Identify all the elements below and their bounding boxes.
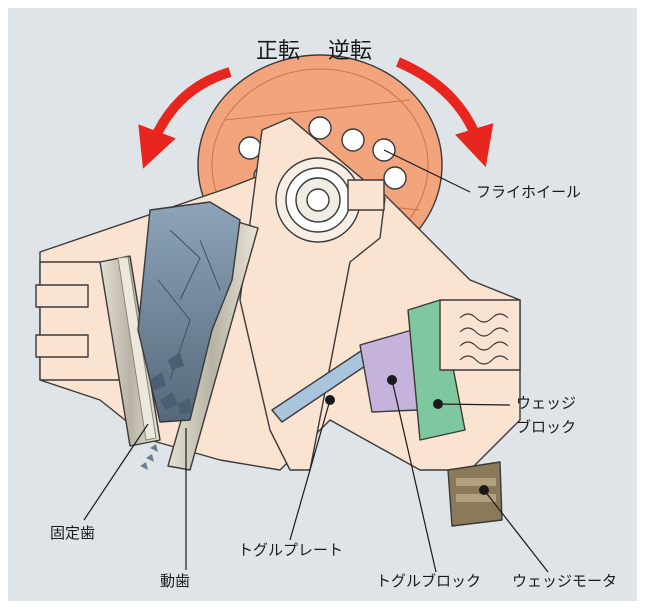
flywheel-label: フライホイール	[476, 183, 581, 201]
spring-assembly	[439, 299, 521, 371]
leader-lines	[83, 149, 549, 573]
toggle-block-label: トグルブロック	[376, 572, 481, 590]
rock	[137, 201, 241, 470]
wedge-block-label-line1: ウェッジ	[516, 394, 576, 412]
toggle-plate-label: トグルプレート	[238, 541, 343, 559]
wedge-block-label-line2: ブロック	[516, 418, 576, 436]
pitman-arm	[239, 117, 386, 471]
wedge-motor-label: ウェッジモータ	[512, 572, 617, 590]
wedge-motor	[447, 461, 503, 527]
reverse-rotation-label: 逆転	[328, 39, 372, 64]
fixed-jaw-plate	[99, 255, 161, 447]
forward-rotation-arrow	[138, 67, 232, 169]
reverse-rotation-arrow	[396, 57, 494, 168]
fixed-jaw-label: 固定歯	[50, 524, 95, 542]
moving-jaw-label: 動歯	[160, 572, 190, 590]
forward-rotation-label: 正転	[256, 39, 300, 64]
